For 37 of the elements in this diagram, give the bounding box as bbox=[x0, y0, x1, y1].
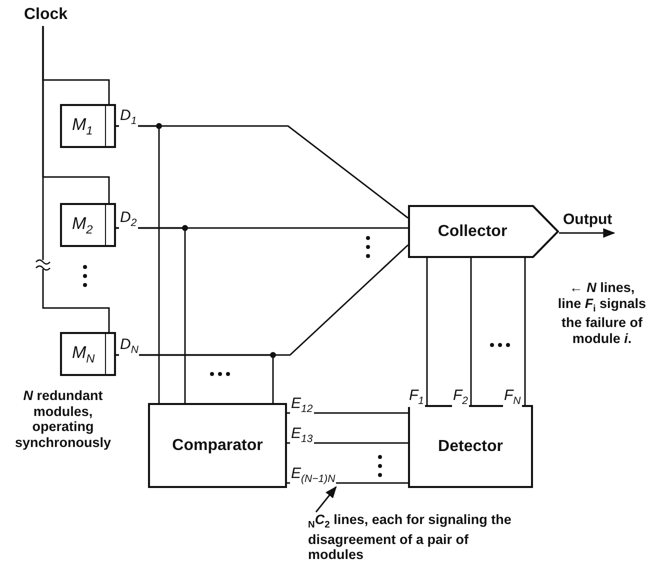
connector-line bbox=[116, 227, 186, 403]
box-label: Collector bbox=[438, 222, 508, 240]
connector-line bbox=[116, 354, 274, 403]
output-label: Output bbox=[562, 212, 614, 227]
box-label: Detector bbox=[438, 438, 503, 456]
connector-line bbox=[524, 258, 526, 405]
connector-line bbox=[470, 258, 472, 405]
module-label: M$_{1}$ bbox=[72, 114, 93, 138]
annotation-text: $_{N}$C$_{2}$ lines, each for signaling the disagreement of a pair of modules bbox=[308, 512, 513, 572]
box-label: Comparator bbox=[172, 436, 263, 454]
module-box bbox=[60, 203, 116, 247]
note-text: N redundant modules, operating synchronously bbox=[14, 388, 112, 450]
leader-line bbox=[315, 486, 337, 512]
signal-label: E$_{(N−1)N}$ bbox=[290, 466, 336, 484]
arrow bbox=[559, 228, 616, 238]
signal-label: F$_{N}$ bbox=[503, 388, 522, 406]
process-box bbox=[148, 403, 287, 488]
signal-label: D$_{2}$ bbox=[119, 210, 138, 228]
module-label: M$_{2}$ bbox=[72, 214, 93, 236]
note-text: ← N lines, line F$_{i}$ signals the failure of module i. bbox=[556, 280, 648, 346]
process-box bbox=[408, 405, 533, 488]
clock-label: Clock bbox=[24, 4, 66, 26]
module-box bbox=[60, 332, 116, 376]
connector-line bbox=[287, 412, 408, 414]
signal-label: D$_{1}$ bbox=[119, 108, 138, 126]
signal-label: F$_{1}$ bbox=[408, 388, 426, 406]
collector-shape bbox=[408, 205, 559, 258]
signal-label: D$_{N}$ bbox=[119, 337, 140, 356]
connector-line bbox=[426, 258, 428, 405]
signal-label: F$_{2}$ bbox=[452, 388, 470, 406]
connector-line bbox=[42, 26, 110, 332]
connector-line bbox=[116, 125, 160, 403]
module-label: M$_{N}$ bbox=[72, 342, 95, 366]
signal-label: E$_{13}$ bbox=[290, 426, 314, 444]
module-box bbox=[60, 104, 116, 148]
connector-line bbox=[287, 442, 408, 444]
signal-label: E$_{12}$ bbox=[290, 396, 314, 414]
